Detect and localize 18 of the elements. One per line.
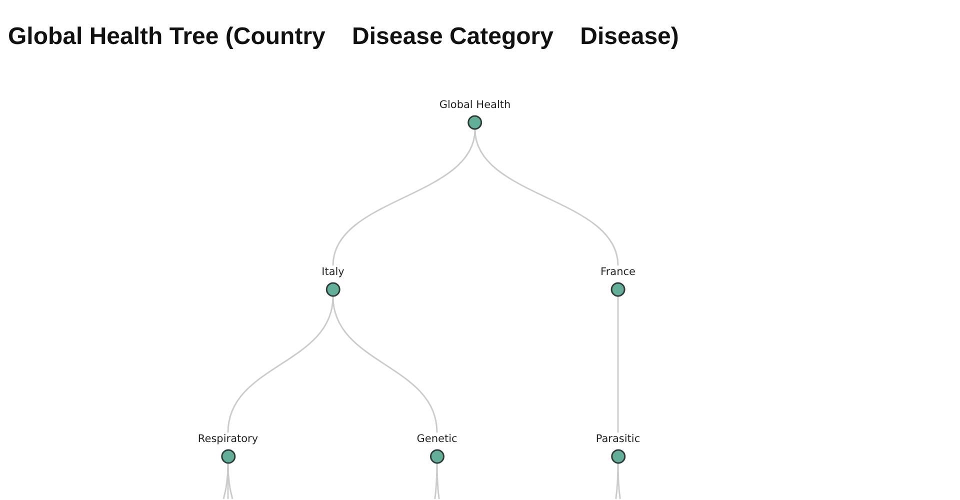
diagram-title: Global Health Tree (Country Disease Category Disease) — [8, 22, 679, 52]
tree-link — [474, 129, 619, 266]
tree-link — [227, 296, 334, 433]
tree-link — [227, 464, 234, 500]
tree-link — [436, 464, 440, 500]
tree-link — [615, 464, 619, 500]
tree-link — [434, 464, 438, 500]
node-label: Genetic — [416, 432, 458, 446]
tree-link — [617, 296, 619, 432]
tree-link — [617, 464, 621, 500]
tree-link — [332, 296, 438, 433]
node-label: France — [600, 266, 636, 278]
node-label: Parasitic — [594, 432, 642, 446]
node-label: Respiratory — [196, 432, 260, 446]
tree-link — [222, 464, 229, 500]
tree-link — [332, 129, 476, 266]
node-label: Global Health — [438, 98, 512, 112]
node-label: Italy — [320, 266, 346, 278]
